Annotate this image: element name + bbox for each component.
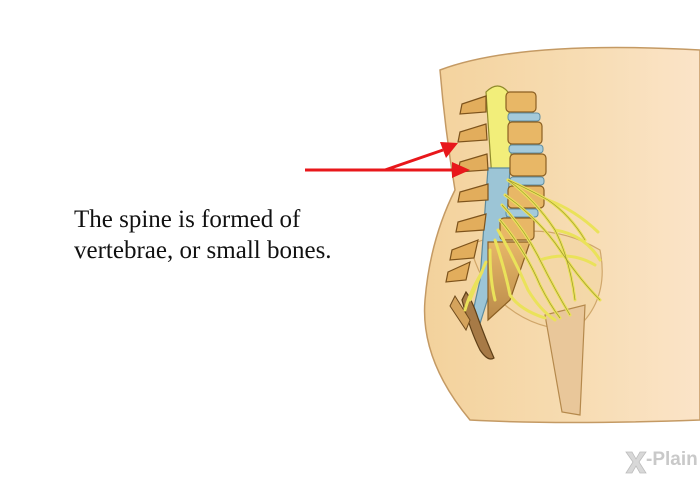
caption-line-2: vertebrae, or small bones. <box>74 237 332 264</box>
red-pointer-arrows <box>305 142 470 178</box>
caption-line-1: The spine is formed of <box>74 206 301 233</box>
xplain-logo-text: -Plain <box>646 449 698 470</box>
femur-bone <box>544 304 586 416</box>
coccyx <box>461 290 495 360</box>
spinous-processes <box>445 95 489 283</box>
spinal-nerves-outline <box>499 179 601 319</box>
caption: The spine is formed of vertebrae, or sma… <box>74 204 404 266</box>
xplain-x-icon <box>625 451 647 474</box>
xplain-logo <box>625 451 647 474</box>
